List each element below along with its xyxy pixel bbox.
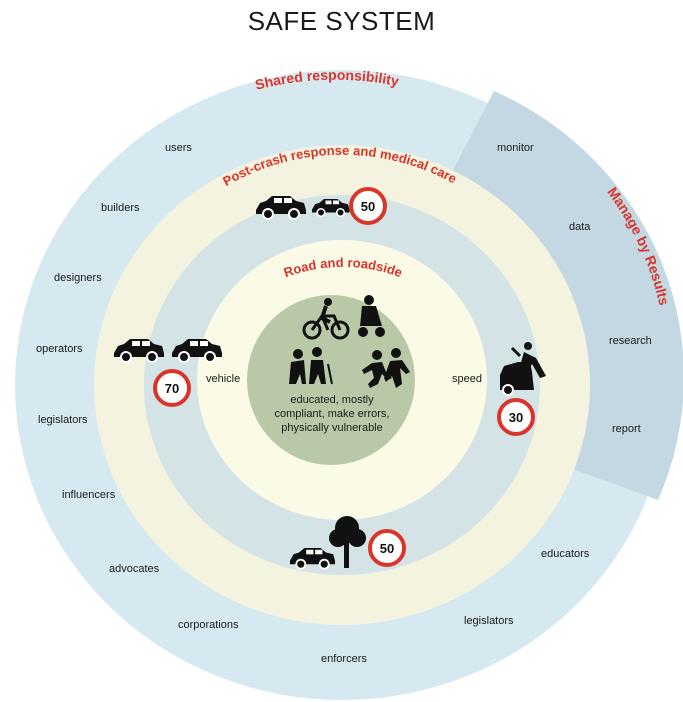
tree-icon [329,516,366,568]
label-speed: speed [452,373,482,385]
label-legislators-left: legislators [38,414,88,426]
label-builders: builders [101,202,140,214]
label-legislators-right: legislators [464,615,514,627]
speed-sign-top-value: 50 [361,199,375,214]
core-text-line-2: compliant, make errors, [275,408,390,420]
label-designers: designers [54,272,102,284]
crash-icon [500,342,546,396]
speed-sign-icon: 50 [368,529,406,567]
speed-sign-icon: 30 [497,398,535,436]
elderly-couple-icon [289,347,333,385]
running-people-icon [362,348,410,388]
page-title: SAFE SYSTEM [247,6,436,36]
label-vehicle: vehicle [206,373,240,385]
speed-sign-left-value: 70 [165,381,179,396]
speed-sign-bottom-value: 50 [380,541,394,556]
core-text-line-1: educated, mostly [290,394,374,406]
label-monitor: monitor [497,142,534,154]
label-report: report [612,423,641,435]
label-operators: operators [36,343,83,355]
label-corporations: corporations [178,619,239,631]
speed-sign-icon: 50 [349,187,387,225]
label-influencers: influencers [62,489,116,501]
label-educators: educators [541,548,590,560]
label-advocates: advocates [109,563,160,575]
label-research: research [609,335,652,347]
label-data: data [569,221,591,233]
speed-sign-icon: 70 [153,369,191,407]
scooter-icon [358,295,385,337]
core-text-line-3: physically vulnerable [281,422,383,434]
label-enforcers: enforcers [321,653,367,665]
label-users: users [165,142,192,154]
bicycle-icon [302,298,350,340]
speed-sign-right-value: 30 [509,410,523,425]
